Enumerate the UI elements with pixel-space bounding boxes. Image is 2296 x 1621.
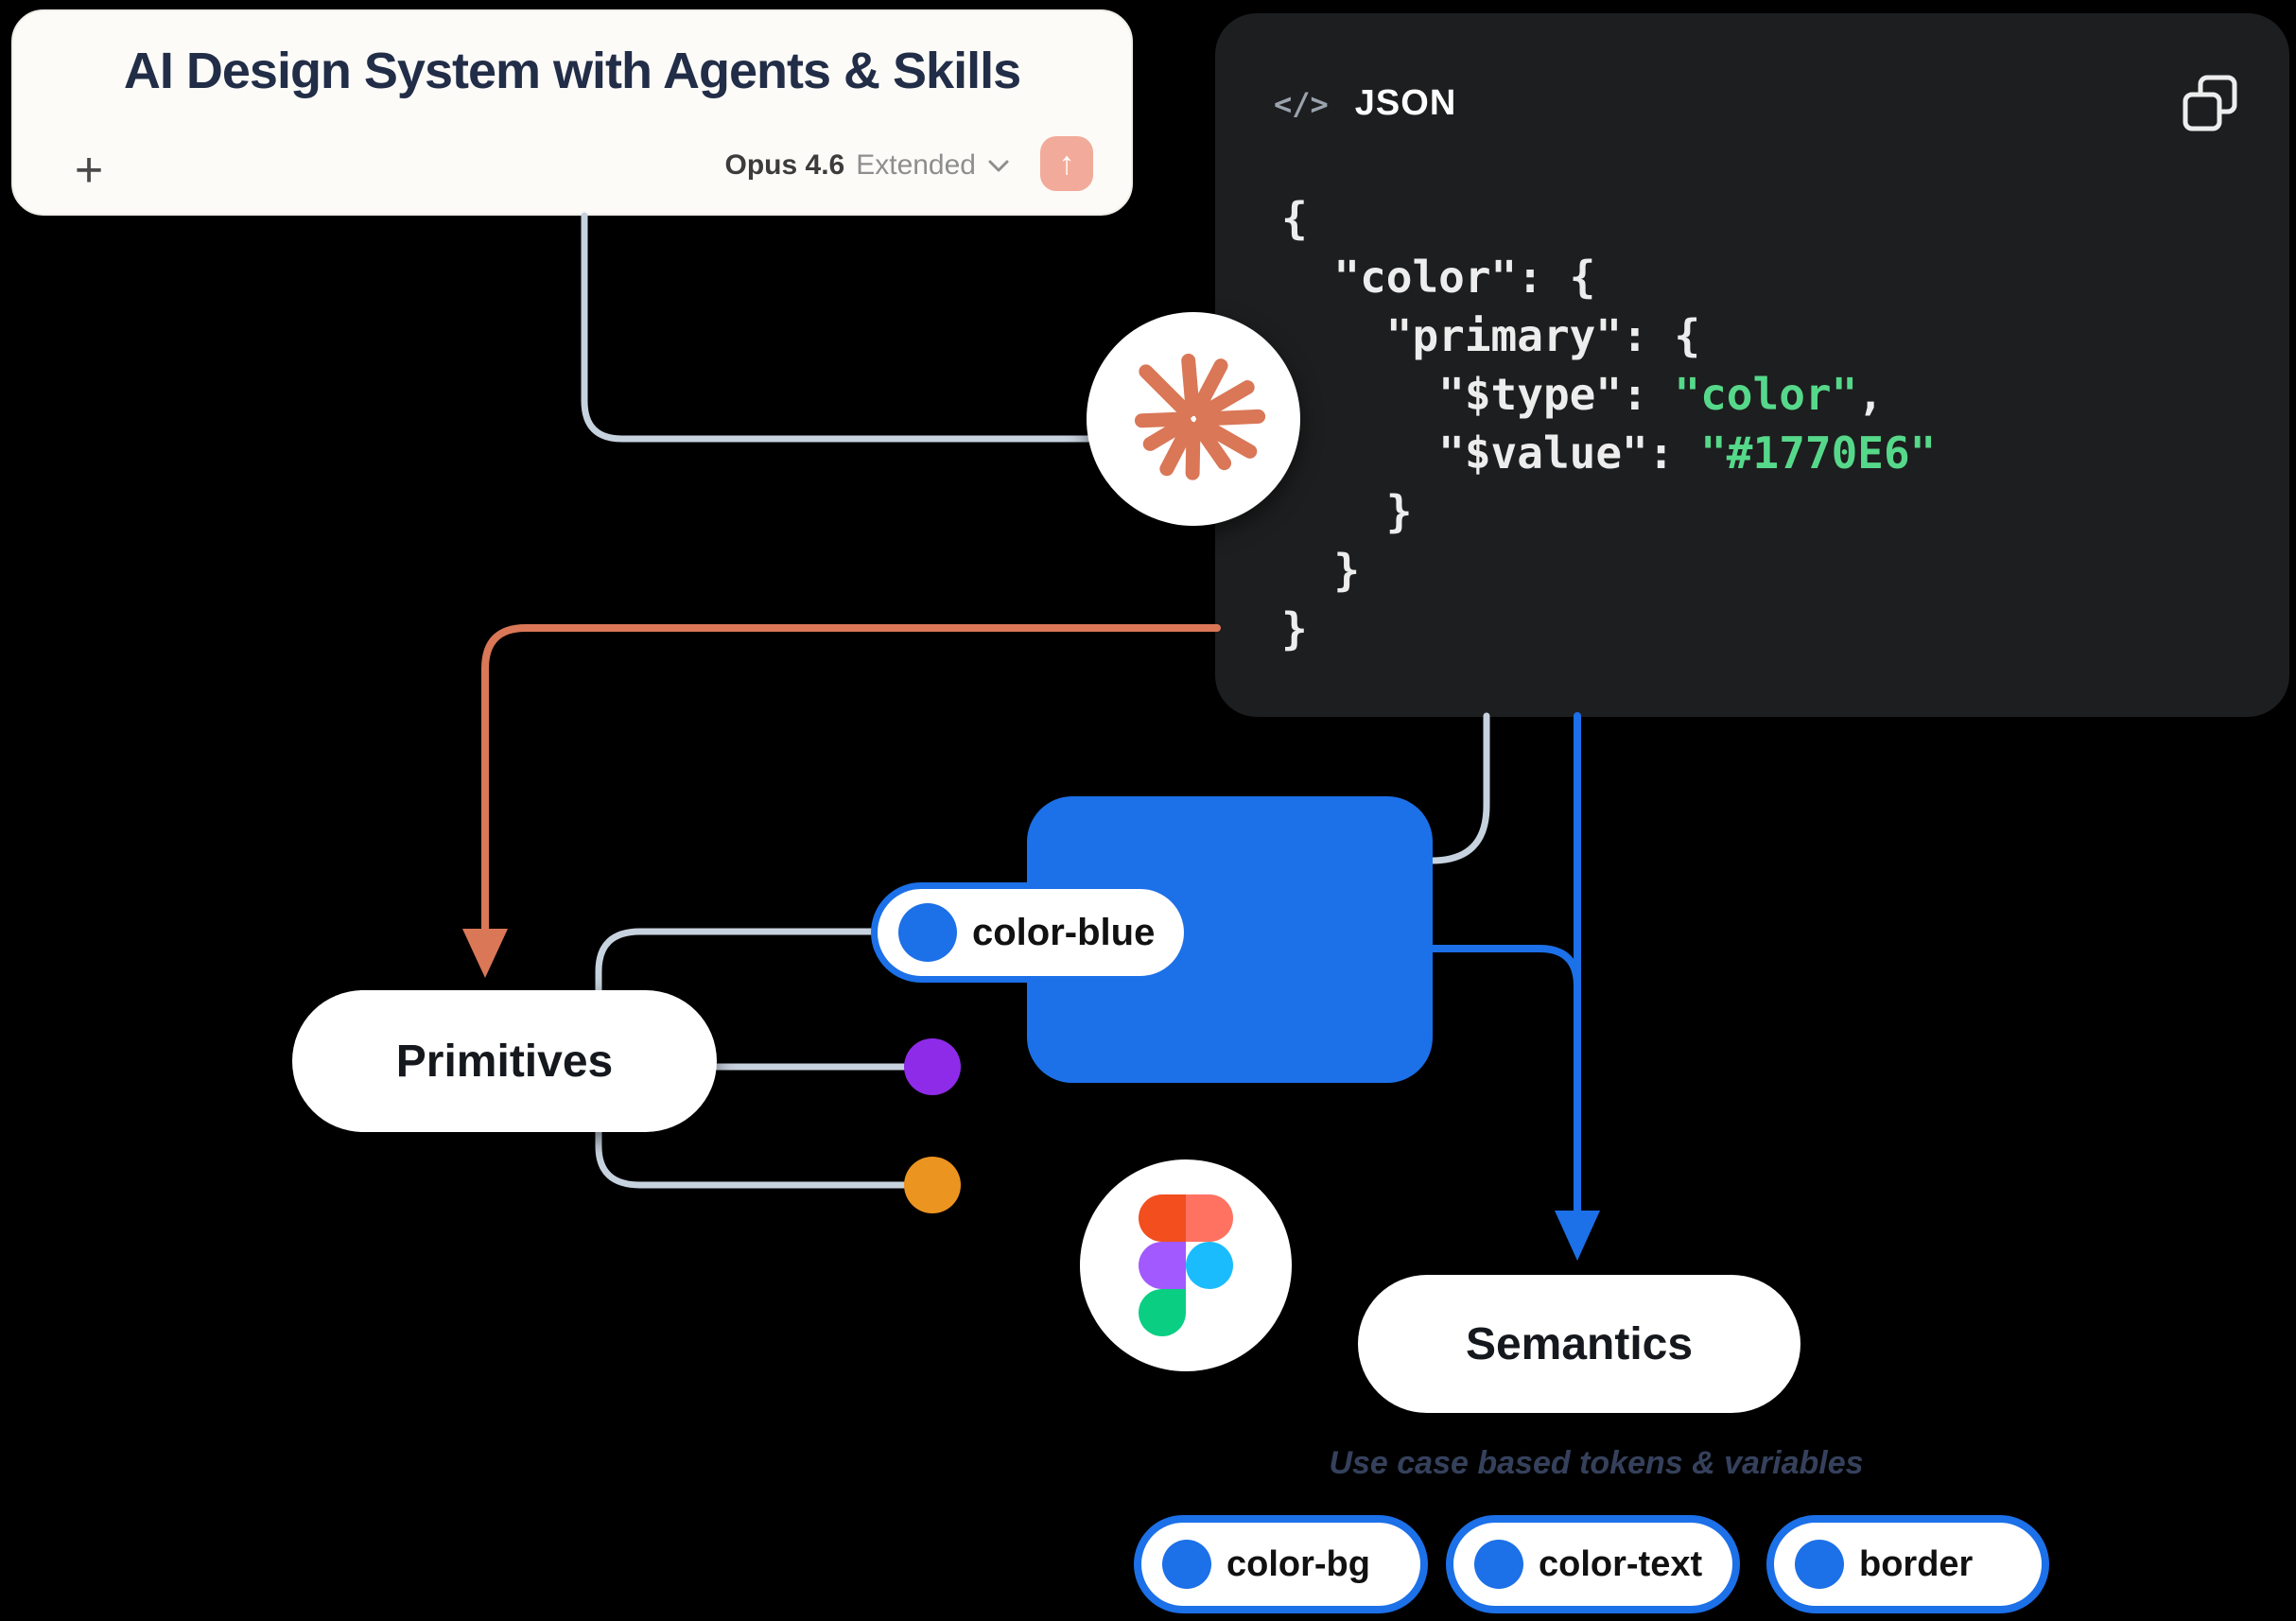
arrowhead-semantics (1555, 1211, 1600, 1261)
page-title: AI Design System with Agents & Skills (123, 43, 1021, 99)
connector-json-to-primitives (481, 624, 1221, 934)
semantics-label: Semantics (1465, 1318, 1694, 1369)
code-language-label: JSON (1354, 83, 1457, 123)
model-selector[interactable]: Opus 4.6 Extended (725, 149, 1011, 182)
model-name: Opus 4.6 (724, 149, 845, 181)
blue-swatch-dot (1795, 1540, 1844, 1589)
copy-icon (2183, 75, 2237, 131)
connector-bluerect-branch (1429, 945, 1581, 990)
chevron-down-icon (988, 160, 1009, 172)
token-chip-label: color-blue (972, 911, 1156, 953)
connector-card-to-claude (581, 212, 1093, 443)
claude-starburst-icon (1134, 353, 1266, 480)
figma-badge[interactable] (1080, 1159, 1292, 1371)
code-panel-header: </> JSON (1274, 83, 1456, 124)
json-code: { "color": { "primary": { "$type": "colo… (1281, 193, 1937, 654)
token-chip-border[interactable]: border (1766, 1515, 2049, 1613)
arrowhead-primitives (462, 929, 508, 978)
figma-logo-icon (1139, 1194, 1233, 1336)
blue-swatch-dot (1474, 1540, 1523, 1589)
claude-badge[interactable] (1087, 312, 1300, 526)
token-chip-color-bg[interactable]: color-bg (1134, 1515, 1428, 1613)
mode-name: Extended (856, 149, 976, 181)
blue-swatch-dot (1162, 1540, 1211, 1589)
token-chip-label: color-bg (1226, 1543, 1370, 1584)
code-brackets-icon: </> (1274, 85, 1329, 122)
purple-swatch-dot (904, 1038, 961, 1095)
token-chip-label: color-text (1539, 1543, 1703, 1584)
semantics-caption: Use case based tokens & variables (1329, 1445, 1864, 1481)
copy-button[interactable] (2178, 72, 2242, 136)
prompt-card: AI Design System with Agents & Skills + … (11, 9, 1133, 216)
primitives-label: Primitives (395, 1036, 614, 1087)
semantics-node[interactable]: Semantics (1358, 1275, 1800, 1413)
token-chip-color-blue[interactable]: color-blue (871, 882, 1191, 983)
orange-swatch-dot (904, 1157, 961, 1213)
connector-primitives-to-colorblue (595, 928, 875, 994)
code-panel[interactable]: </> JSON { "color": { "primary": { "$typ… (1215, 13, 2289, 717)
primitives-node[interactable]: Primitives (292, 990, 717, 1132)
add-attachment-button[interactable]: + (62, 143, 115, 198)
plus-icon: + (74, 143, 104, 198)
connector-primitives-to-orange (595, 1128, 908, 1189)
send-button[interactable]: ↑ (1040, 136, 1093, 191)
connector-json-to-bluerect (1415, 712, 1490, 864)
token-chip-color-text[interactable]: color-text (1446, 1515, 1740, 1613)
blue-swatch-dot (898, 903, 957, 962)
token-chip-label: border (1859, 1543, 1974, 1584)
up-arrow-icon: ↑ (1058, 146, 1075, 182)
